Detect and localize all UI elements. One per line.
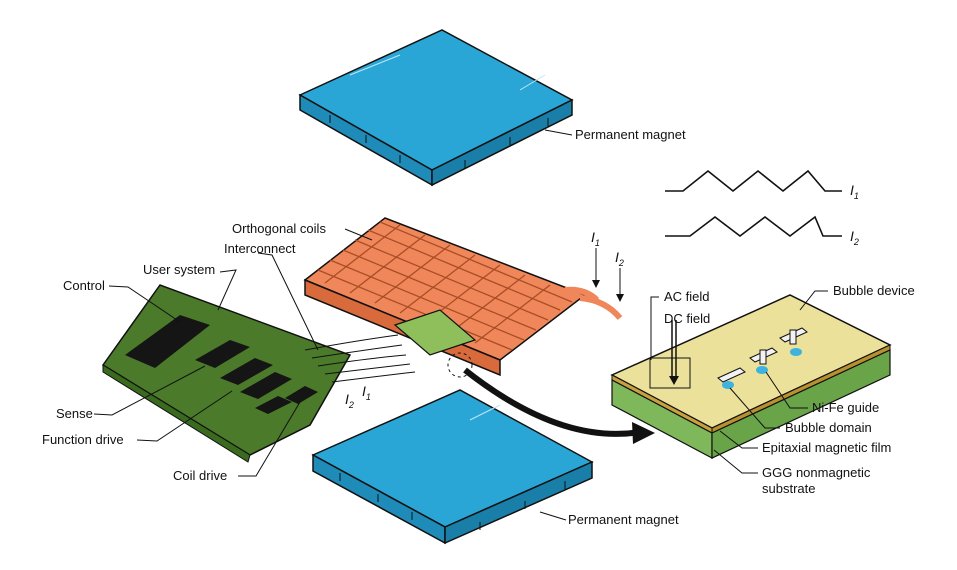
user-system-board	[101, 284, 352, 463]
label-permanent-magnet-bottom: Permanent magnet	[568, 512, 679, 527]
permanent-magnet-top	[298, 29, 574, 187]
bubble-device	[610, 294, 892, 459]
label-I2-wave: I2	[850, 228, 859, 247]
label-I2-coil: I2	[615, 249, 624, 268]
label-I1-coil: I1	[591, 229, 600, 248]
label-function-drive: Function drive	[42, 432, 124, 447]
label-orthogonal-coils: Orthogonal coils	[232, 221, 326, 236]
label-bubble-device: Bubble device	[833, 283, 915, 298]
label-bubble-domain: Bubble domain	[785, 420, 872, 435]
label-sense: Sense	[56, 406, 93, 421]
label-ggg-line2: substrate	[762, 481, 815, 496]
label-coil-drive: Coil drive	[173, 468, 227, 483]
zoom-arrow	[463, 367, 641, 437]
current-waveforms	[665, 169, 842, 238]
leader-magnet-top	[544, 129, 573, 136]
label-epitaxial-film: Epitaxial magnetic film	[762, 440, 891, 455]
interconnect-wires	[304, 334, 416, 383]
label-I1-board: I1	[362, 383, 371, 402]
label-permanent-magnet-top: Permanent magnet	[575, 127, 686, 142]
label-ac-field: AC field	[664, 289, 710, 304]
label-dc-field: DC field	[664, 311, 710, 326]
label-ggg-line1: GGG nonmagnetic	[762, 465, 871, 480]
label-I2-board: I2	[345, 391, 354, 410]
permanent-magnet-bottom	[311, 389, 594, 545]
label-control: Control	[63, 278, 105, 293]
orthogonal-coils	[303, 217, 623, 377]
leader-coils	[344, 228, 373, 241]
leader-magnet-bottom	[539, 511, 567, 521]
label-nife-guide: Ni-Fe guide	[812, 400, 879, 415]
label-interconnect: Interconnect	[224, 241, 296, 256]
label-I1-wave: I1	[850, 182, 859, 201]
label-user-system: User system	[143, 262, 215, 277]
